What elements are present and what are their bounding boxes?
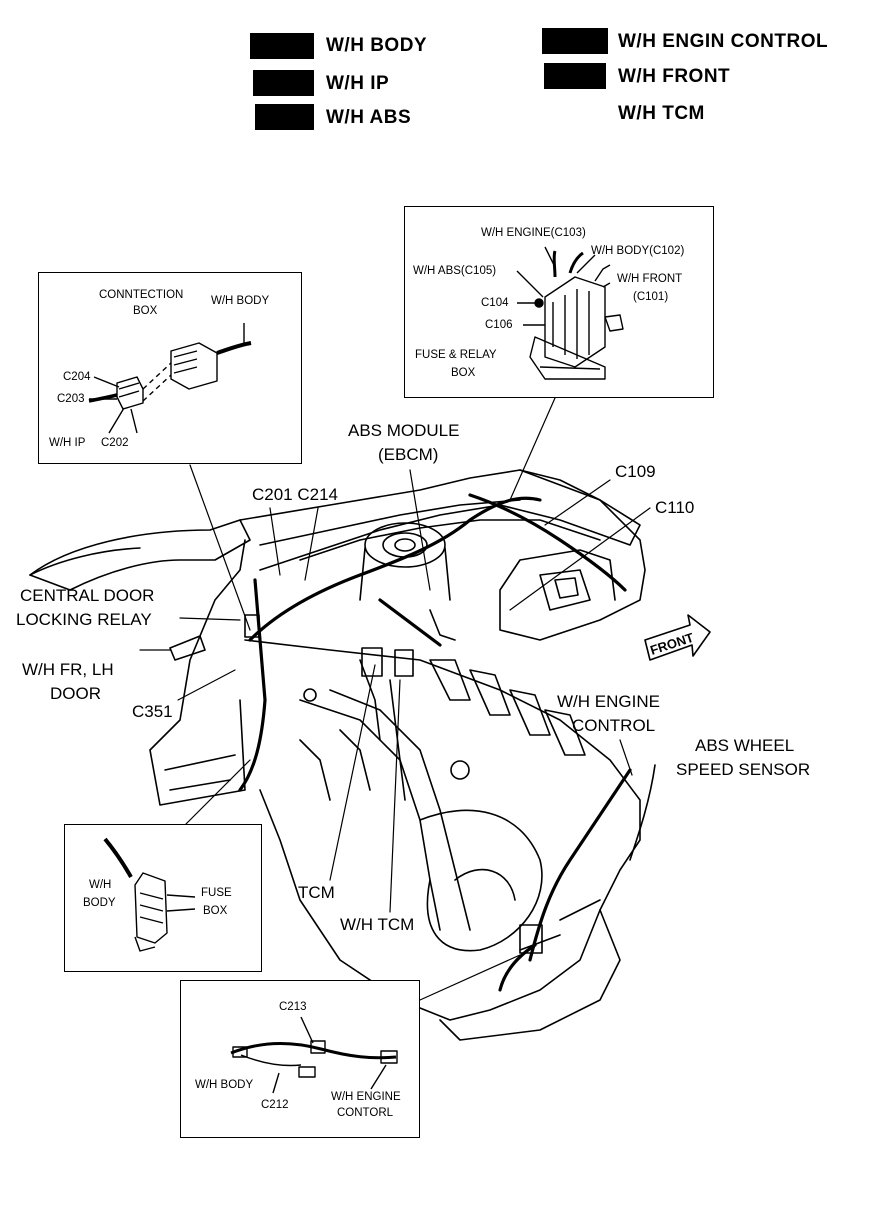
cowl-top xyxy=(239,469,641,571)
fuse-box-drawing xyxy=(103,837,196,952)
harness-engine-control xyxy=(528,768,632,962)
fuse-relay-box-drawing xyxy=(516,246,624,380)
label-c109: C109 xyxy=(615,462,656,481)
leader-c201 xyxy=(269,507,281,576)
label-ebcm: (EBCM) xyxy=(378,445,439,464)
leader-c109 xyxy=(544,479,611,526)
legend-swatch-ip xyxy=(253,70,314,96)
label-locking-relay: LOCKING RELAY xyxy=(16,610,152,629)
label-c201-c214: C201 C214 xyxy=(252,485,339,504)
inset-connection-box: CONNTECTION BOX W/H BODY C204 C203 W/H I… xyxy=(38,272,302,464)
leader-c214 xyxy=(304,507,319,581)
inset-relay-box: BOX xyxy=(451,367,476,379)
floor-tunnel xyxy=(299,689,471,931)
label-tcm: TCM xyxy=(298,883,335,902)
legend-label-ip: W/H IP xyxy=(326,73,390,94)
inset-relay-c106: C106 xyxy=(485,319,513,331)
label-wh-tcm: W/H TCM xyxy=(340,915,415,934)
inset-connection-title: CONNTECTION xyxy=(99,289,184,301)
inset-c212-wh-body: W/H BODY xyxy=(195,1079,254,1091)
inset-relay-wh-front: W/H FRONT xyxy=(617,273,683,285)
label-speed-sensor: SPEED SENSOR xyxy=(676,760,811,779)
inset-connection-c204: C204 xyxy=(63,371,91,383)
inset-fusebox-body: BODY xyxy=(83,897,116,909)
harness-abs xyxy=(378,598,442,647)
leader-abs-module xyxy=(409,469,431,591)
label-control: CONTROL xyxy=(572,716,656,735)
leader-engine-control xyxy=(619,739,633,776)
label-door: DOOR xyxy=(50,684,101,703)
inset-c212-c213: C213 W/H BODY C212 W/H ENGINE CONTORL xyxy=(180,980,420,1138)
inset-fuse-box: W/H BODY FUSE BOX xyxy=(64,824,262,972)
front-arrow-icon xyxy=(644,614,711,661)
inset-connection-wh-ip: W/H IP xyxy=(49,437,86,449)
leader-c351 xyxy=(177,669,236,701)
legend-label-front: W/H FRONT xyxy=(618,66,731,87)
legend-swatch-engine-control xyxy=(542,28,608,54)
leader-inset-fuse-box xyxy=(184,759,251,826)
label-wh-fr-lh: W/H FR, LH xyxy=(22,660,114,679)
inset-relay-wh-engine: W/H ENGINE(C103) xyxy=(481,227,586,239)
connection-box-drawing xyxy=(88,323,252,434)
harness-front xyxy=(468,493,627,592)
right-fender-outline xyxy=(499,469,646,641)
inset-relay-c101: (C101) xyxy=(633,291,669,303)
inset-fusebox-wh: W/H xyxy=(89,879,112,891)
label-abs-wheel: ABS WHEEL xyxy=(695,736,795,755)
inset-relay-c104: C104 xyxy=(481,297,509,309)
legend-label-tcm: W/H TCM xyxy=(618,103,705,124)
leader-inset-fuse-relay xyxy=(509,397,556,501)
inset-connection-c203: C203 xyxy=(57,393,85,405)
inset-relay-wh-abs: W/H ABS(C105) xyxy=(413,265,497,277)
left-body-side xyxy=(149,539,246,806)
leader-inset-c212 xyxy=(419,954,521,1001)
harness-main-cowl xyxy=(248,496,542,642)
label-abs-module: ABS MODULE xyxy=(348,421,460,440)
leader-inset-connection xyxy=(189,464,251,631)
left-fender-outline xyxy=(29,519,251,591)
inset-connection-c202: C202 xyxy=(101,437,129,449)
leader-c110 xyxy=(509,507,651,611)
legend-swatch-abs xyxy=(255,104,314,130)
legend-label-body: W/H BODY xyxy=(326,35,428,56)
leader-wh-tcm xyxy=(389,679,401,913)
c212-c213-drawing xyxy=(230,1016,398,1094)
legend-swatch-front xyxy=(544,63,606,89)
label-wh-engine-control: W/H ENGINE xyxy=(557,692,660,711)
leader-tcm xyxy=(329,664,376,881)
inset-fuse-relay-box: W/H ENGINE(C103) W/H BODY(C102) W/H ABS(… xyxy=(404,206,714,398)
label-c351: C351 xyxy=(132,702,173,721)
legend-label-abs: W/H ABS xyxy=(326,107,412,128)
inset-connection-title-box: BOX xyxy=(133,305,158,317)
label-c110: C110 xyxy=(655,498,695,517)
inset-c212-label: C212 xyxy=(261,1099,289,1111)
inset-relay-fuse-relay: FUSE & RELAY xyxy=(415,349,497,361)
leader-central-door xyxy=(179,617,241,621)
inset-connection-wh-body: W/H BODY xyxy=(211,295,270,307)
inset-fusebox-fuse: FUSE xyxy=(201,887,232,899)
inset-c212-contorl: CONTORL xyxy=(337,1107,394,1119)
inset-c212-wh-engine: W/H ENGINE xyxy=(331,1091,401,1103)
legend-label-engine-control: W/H ENGIN CONTROL xyxy=(618,31,829,52)
inset-relay-wh-body: W/H BODY(C102) xyxy=(591,245,685,257)
inset-c213-label: C213 xyxy=(279,1001,307,1013)
legend-swatch-body xyxy=(250,33,314,59)
label-central-door: CENTRAL DOOR xyxy=(20,586,155,605)
inset-fusebox-box: BOX xyxy=(203,905,228,917)
